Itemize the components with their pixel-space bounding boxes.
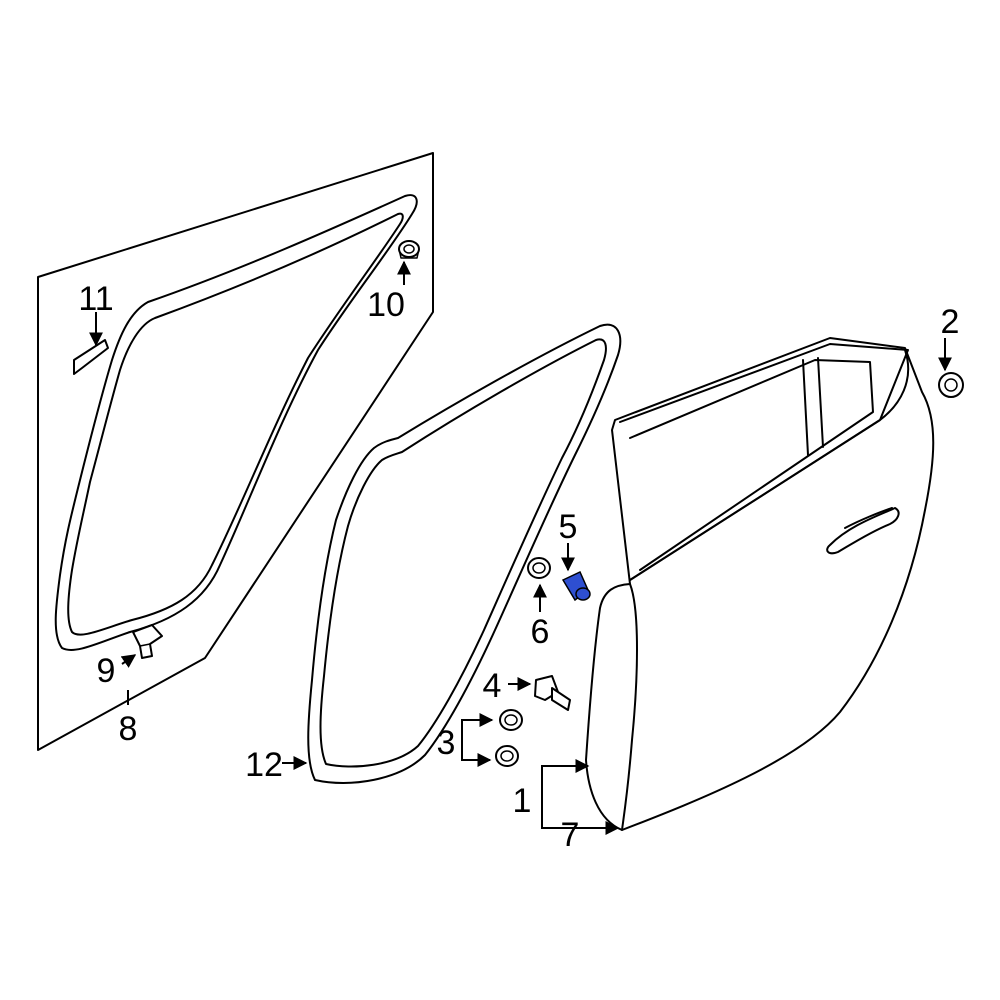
callout-8: 8 bbox=[119, 710, 138, 748]
door-handle bbox=[826, 507, 900, 555]
panel-outline bbox=[37, 152, 434, 751]
part-4-hinge-bolt bbox=[534, 675, 571, 711]
body-side-weatherstrip-outer bbox=[54, 194, 418, 651]
part-10-grommet bbox=[398, 240, 420, 259]
door-front-edge bbox=[621, 583, 638, 831]
body-side-weatherstrip-inner bbox=[67, 212, 404, 636]
callout-7: 7 bbox=[561, 816, 580, 854]
part-6-washer bbox=[527, 557, 551, 579]
door-weatherstrip-outer bbox=[307, 323, 622, 784]
callout-1: 1 bbox=[513, 782, 532, 820]
part-3-bushings bbox=[495, 709, 523, 767]
door-outer-outline bbox=[585, 337, 935, 831]
part-2-grommet bbox=[938, 372, 964, 398]
callout-10: 10 bbox=[367, 286, 405, 324]
callout-2: 2 bbox=[941, 303, 960, 341]
callout-5: 5 bbox=[559, 508, 578, 546]
weatherstrip-panel bbox=[37, 152, 434, 751]
callout-9: 9 bbox=[97, 652, 116, 690]
door-weatherstrip-inner bbox=[319, 338, 607, 768]
leader-lines bbox=[89, 260, 952, 835]
callout-11: 11 bbox=[78, 280, 113, 318]
callout-12: 12 bbox=[245, 746, 283, 784]
part-9-push-clip bbox=[132, 624, 163, 659]
part-5-door-stopper bbox=[561, 570, 591, 602]
callout-3: 3 bbox=[437, 724, 456, 762]
part-12-door-weatherstrip bbox=[307, 323, 622, 784]
callout-4: 4 bbox=[483, 667, 502, 705]
part-11-clip bbox=[73, 339, 109, 375]
door-belt-line bbox=[629, 349, 910, 581]
window-division-bar bbox=[802, 357, 824, 456]
rear-door-shell bbox=[585, 337, 935, 831]
window-frame-outer bbox=[619, 343, 909, 581]
callouts: 2 10 11 9 8 12 5 6 4 3 1 7 bbox=[78, 280, 959, 854]
window-frame-inner bbox=[629, 359, 874, 571]
callout-6: 6 bbox=[531, 613, 550, 651]
